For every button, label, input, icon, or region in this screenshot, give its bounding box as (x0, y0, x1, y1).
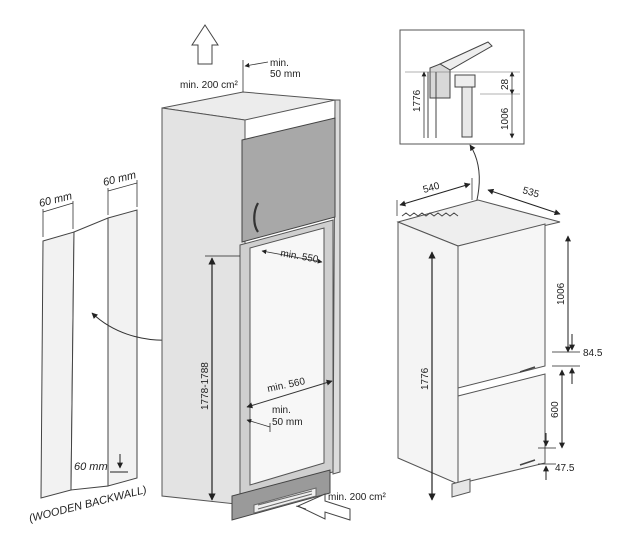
top-gap-dim (242, 60, 269, 92)
detail-offset-top: 28 (500, 78, 511, 90)
bottom-vent-leader (295, 505, 307, 510)
fridge-bottom-offset-label: 47.5 (555, 463, 575, 474)
backwall-top-right-width: 60 mm (102, 169, 138, 189)
fridge-depth-dim (487, 188, 561, 216)
fridge-lower-height-label: 600 (550, 401, 561, 418)
fridge-base (451, 478, 471, 498)
bottom-gap-line1: min. (272, 405, 291, 416)
fridge-depth-label: 535 (521, 185, 540, 200)
fridge-lower-handle (519, 459, 536, 466)
fridge (396, 199, 561, 498)
fridge-mid-offset-dim (552, 334, 580, 384)
top-gap-line2: 50 mm (270, 69, 301, 80)
door-handle (253, 202, 259, 233)
bottom-vent-label: min. 200 cm² (328, 492, 386, 503)
fridge-total-height-label: 1776 (420, 367, 431, 390)
fridge-top-gasket (401, 212, 459, 217)
wooden-backwall (40, 209, 138, 499)
top-vent-arrow (191, 24, 219, 65)
fridge-lower-door (457, 373, 546, 485)
cabinet-upper-door (241, 117, 336, 243)
detail-inset (399, 29, 525, 145)
cabinet-left-side (161, 107, 246, 506)
bottom-gap-dim (246, 418, 271, 432)
cabinet (161, 91, 341, 521)
fridge-width-label: 540 (422, 181, 441, 196)
inner-depth-line (261, 249, 323, 264)
backwall-bottom-width: 60 mm (74, 461, 108, 473)
backwall-left-strip (40, 231, 75, 499)
backwall-cutout (70, 217, 109, 491)
cabinet-niche-opening (249, 227, 325, 486)
bottom-vent-arrow (296, 493, 351, 521)
bottom-gap-line2: 50 mm (272, 417, 303, 428)
backwall-dimensions (42, 180, 138, 237)
fridge-upper-door (457, 223, 546, 389)
backwall-top-left-width: 60 mm (38, 190, 74, 210)
fridge-bottom-offset-dim (538, 433, 556, 480)
detail-upper-height: 1006 (500, 107, 511, 130)
fridge-upper-handle (519, 366, 536, 373)
fridge-mid-offset-label: 84.5 (583, 348, 603, 359)
inner-width-line (246, 379, 333, 409)
top-vent-label: min. 200 cm² (180, 80, 238, 91)
backwall-right-strip (107, 209, 138, 487)
plinth-vent-grille (253, 487, 317, 514)
backwall-bottom-arrow (110, 454, 128, 473)
top-gap-line1: min. (270, 58, 289, 69)
niche-height-label: 1778-1788 (200, 362, 211, 410)
fridge-width-dim (396, 178, 473, 216)
detail-total-height: 1776 (412, 89, 423, 112)
niche-height-dim (205, 255, 240, 501)
fridge-left-side (397, 221, 459, 485)
fridge-upper-height-label: 1006 (556, 282, 567, 305)
